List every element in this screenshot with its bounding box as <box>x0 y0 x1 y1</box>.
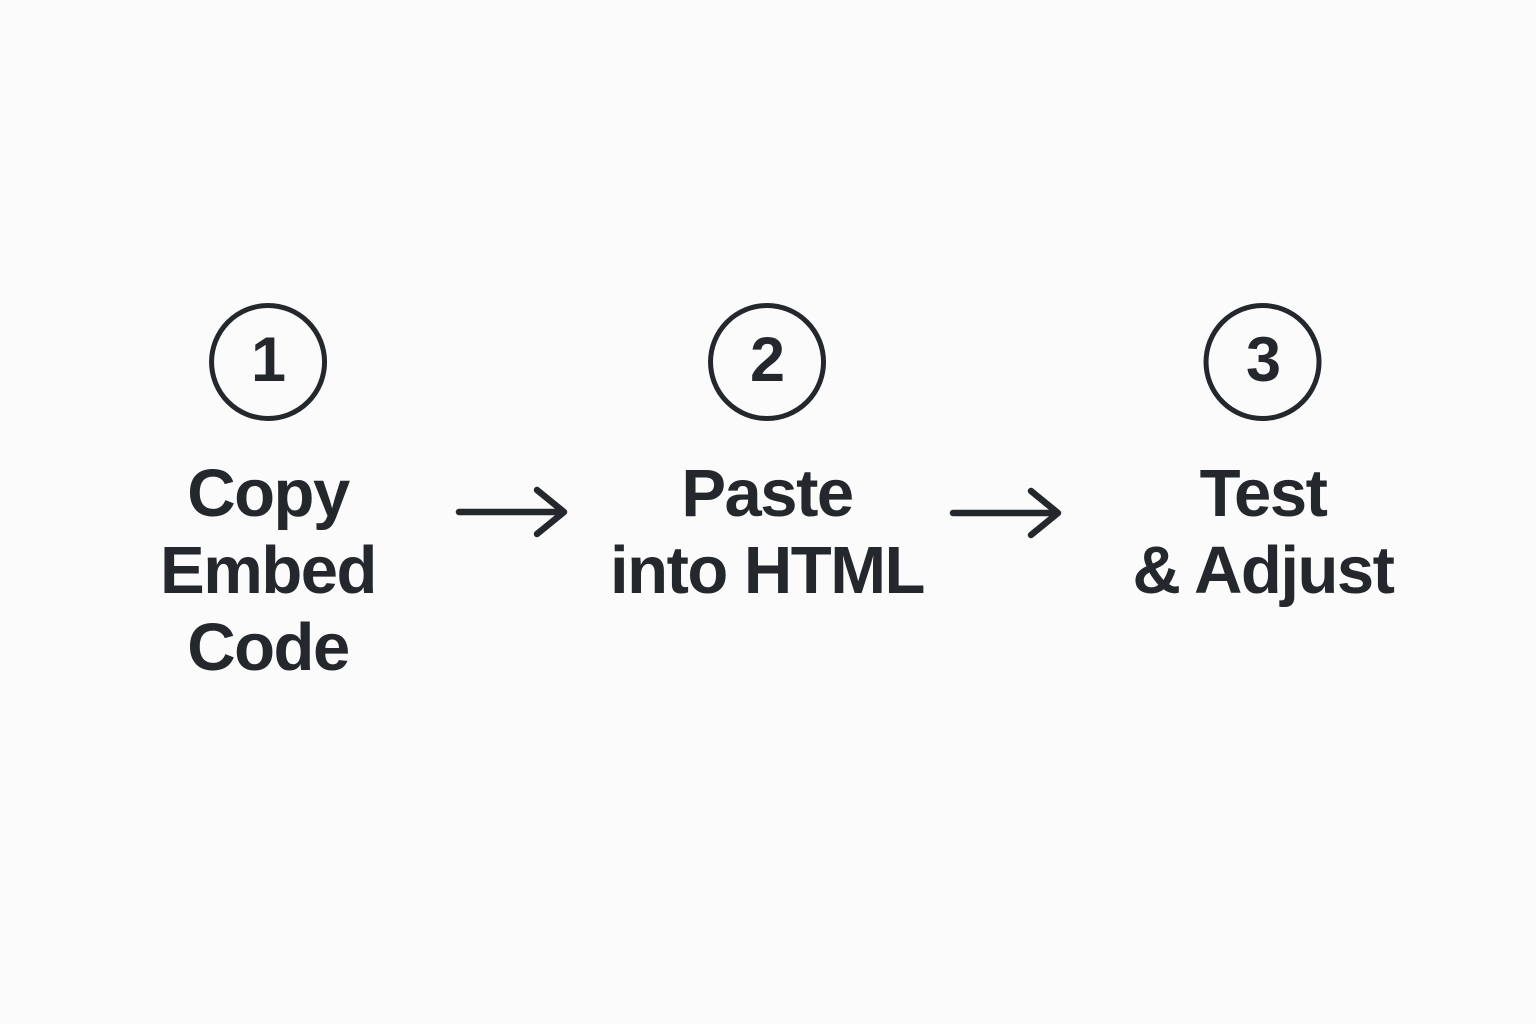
step-label-line: Code <box>187 610 350 685</box>
step-number-badge: 3 <box>1203 303 1322 421</box>
step-label-line: Embed <box>160 533 377 608</box>
step-number-badge: 2 <box>707 303 826 421</box>
step-number: 1 <box>250 324 286 395</box>
step-number: 3 <box>1245 324 1281 395</box>
step-label: Test & Adjust <box>1132 455 1395 609</box>
step-label: Paste into HTML <box>610 455 925 609</box>
step-label-line: Test <box>1199 456 1328 531</box>
step-label-line: Copy <box>187 456 350 531</box>
step-label: Copy Embed Code <box>160 455 377 686</box>
step-test-and-adjust: 3 Test & Adjust <box>1132 303 1395 609</box>
arrow-right-icon <box>949 487 1063 539</box>
step-copy-embed-code: 1 Copy Embed Code <box>160 303 377 686</box>
step-number: 2 <box>749 324 785 395</box>
step-label-line: & Adjust <box>1132 533 1395 608</box>
step-label-line: into HTML <box>610 533 925 608</box>
step-number-badge: 1 <box>208 303 327 421</box>
step-label-line: Paste <box>681 456 854 531</box>
arrow-right-icon <box>455 486 569 538</box>
step-paste-into-html: 2 Paste into HTML <box>610 303 925 609</box>
